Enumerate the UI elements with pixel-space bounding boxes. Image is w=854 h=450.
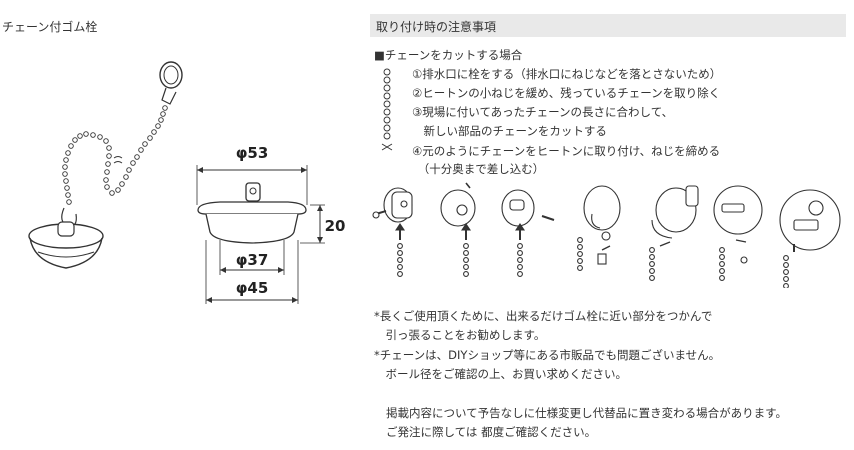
dim-middle-diameter: φ45 xyxy=(236,279,269,297)
tip-2-continued: ボール径をご確認の上、お買い求めください。 xyxy=(374,367,627,381)
illustration-hook-chain xyxy=(577,185,621,271)
section-title: ■チェーンをカットする場合 xyxy=(374,48,523,62)
notice-header-label: 取り付け時の注意事項 xyxy=(376,20,497,34)
tip-1: *長くご使用頂くために、出来るだけゴム栓に近い部分をつかんで xyxy=(374,309,713,323)
illustration-completed-plug xyxy=(779,189,841,288)
dim-top-diameter: φ53 xyxy=(236,144,269,162)
tip-2: *チェーンは、DIYショップ等にある市販品でも問題ございません。 xyxy=(374,348,721,362)
step-4: ④元のようにチェーンをヒートンに取り付け、ねじを締める xyxy=(412,144,721,158)
chain-icon xyxy=(381,68,393,151)
step-3: ③現場に付いてあったチェーンの長さに合わして、 xyxy=(412,105,674,119)
product-title: チェーン付ゴム栓 xyxy=(2,20,98,34)
disclaimer-line-1: 掲載内容について予告なしに仕様変更し代替品に置き変わる場合があります。 xyxy=(386,406,788,420)
step-illustrations xyxy=(372,182,841,288)
notice-header: 取り付け時の注意事項 xyxy=(370,14,846,37)
illustration-screw-loosen xyxy=(440,182,476,277)
step-4-continued: （十分奥まで差し込む） xyxy=(412,162,545,176)
illustration-chain-attach xyxy=(649,185,699,281)
tip-1-continued: 引っ張ることをお勧めします。 xyxy=(374,328,546,342)
dim-height: 20 xyxy=(325,217,346,235)
step-2: ②ヒートンの小ねじを緩め、残っているチェーンを取り除く xyxy=(412,86,721,100)
plug-chain-illustration xyxy=(28,61,183,269)
disclaimer-line-2: ご発注に際しては 都度ご確認ください。 xyxy=(386,425,597,439)
step-1: ①排水口に栓をする（排水口にねじなどを落とさないため） xyxy=(412,67,722,81)
step-3-continued: 新しい部品のチェーンをカットする xyxy=(412,124,607,138)
dim-bottom-diameter: φ37 xyxy=(236,251,269,269)
illustration-screw-insert xyxy=(372,187,413,277)
illustration-screw-tighten xyxy=(713,185,763,281)
dimension-drawing: φ53 20 φ37 φ45 xyxy=(196,144,346,304)
illustration-chain-remove xyxy=(501,189,555,277)
